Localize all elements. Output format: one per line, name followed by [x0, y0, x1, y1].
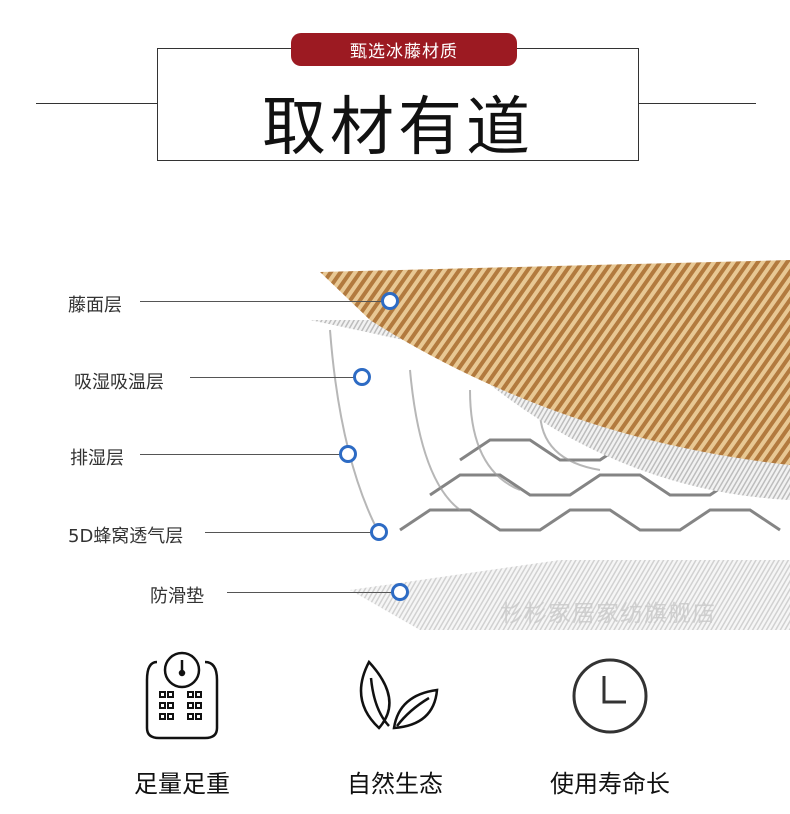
rattan-layer — [320, 260, 790, 465]
header-rule-left — [36, 103, 157, 104]
layer-marker — [381, 292, 399, 310]
leaves-icon — [359, 659, 439, 730]
feature-label: 自然生态 — [347, 770, 443, 798]
leader-line — [205, 532, 373, 533]
header-rule-right — [639, 103, 756, 104]
leader-line — [227, 592, 392, 593]
feature-label: 使用寿命长 — [550, 770, 670, 798]
layer-label-rattan: 藤面层 — [68, 295, 122, 316]
layer-illustration — [310, 260, 790, 630]
scale-icon — [145, 651, 219, 740]
layer-marker — [391, 583, 409, 601]
clock-icon — [572, 658, 648, 734]
feature-lifespan: 使用寿命长 — [510, 650, 710, 799]
feature-label: 足量足重 — [134, 770, 230, 798]
layer-marker — [370, 523, 388, 541]
anti-slip-layer — [350, 560, 790, 630]
leader-line — [140, 301, 382, 302]
feature-weight: 足量足重 — [82, 650, 282, 799]
material-badge: 甄选冰藤材质 — [291, 33, 517, 66]
layer-label-honeycomb: 5D蜂窝透气层 — [68, 526, 184, 547]
layer-label-anti-slip: 防滑垫 — [150, 586, 204, 607]
layer-marker — [339, 445, 357, 463]
watermark: 杉杉家居家纺旗舰店 — [500, 601, 716, 627]
page-title: 取材有道 — [262, 91, 534, 165]
absorbent-layer-top — [310, 320, 790, 500]
feature-natural: 自然生态 — [295, 650, 495, 799]
layer-label-absorbent: 吸湿吸温层 — [74, 372, 164, 393]
leader-line — [190, 377, 355, 378]
leader-line — [140, 454, 340, 455]
layer-label-drainage: 排湿层 — [70, 448, 124, 469]
layer-marker — [353, 368, 371, 386]
